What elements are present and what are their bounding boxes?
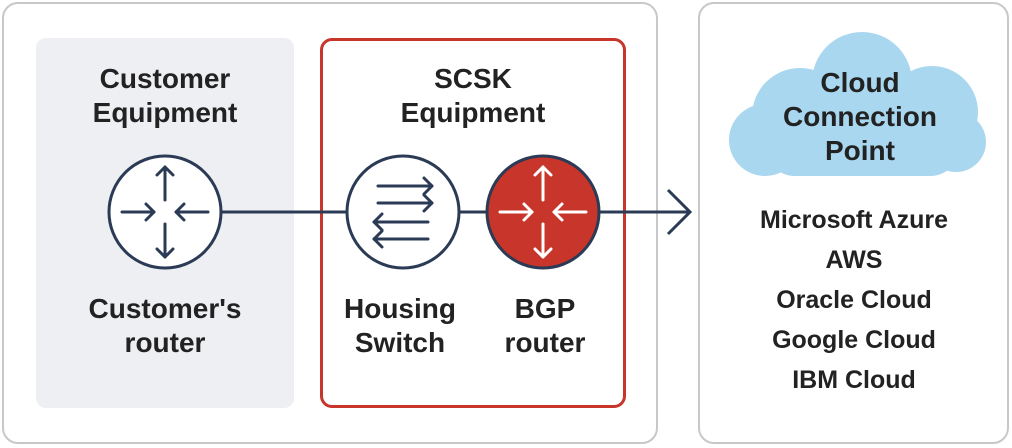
- housing-switch-label: Housing Switch: [344, 293, 456, 358]
- housing-switch-icon: [345, 154, 461, 270]
- cloud-connection-point-title: Cloud Connection Point: [783, 67, 937, 166]
- cloud-provider-list: Microsoft Azure AWS Oracle Cloud Google …: [700, 200, 1008, 400]
- cloud-icon: [729, 32, 986, 176]
- bgp-router-label: BGP router: [504, 293, 586, 358]
- cloud-provider-item: AWS: [825, 246, 883, 274]
- customer-router-icon: [107, 154, 223, 270]
- cloud-provider-item: IBM Cloud: [792, 366, 916, 394]
- cloud-provider-item: Oracle Cloud: [776, 286, 932, 314]
- customer-router-label: Customer's router: [88, 293, 242, 358]
- customer-equipment-title: Customer Equipment: [92, 63, 238, 128]
- arrow-head-icon: [666, 188, 693, 236]
- scsk-equipment-title: SCSK Equipment: [400, 63, 546, 128]
- cloud-provider-item: Microsoft Azure: [760, 206, 948, 234]
- cloud-provider-item: Google Cloud: [772, 326, 936, 354]
- bgp-router-icon: [485, 154, 601, 270]
